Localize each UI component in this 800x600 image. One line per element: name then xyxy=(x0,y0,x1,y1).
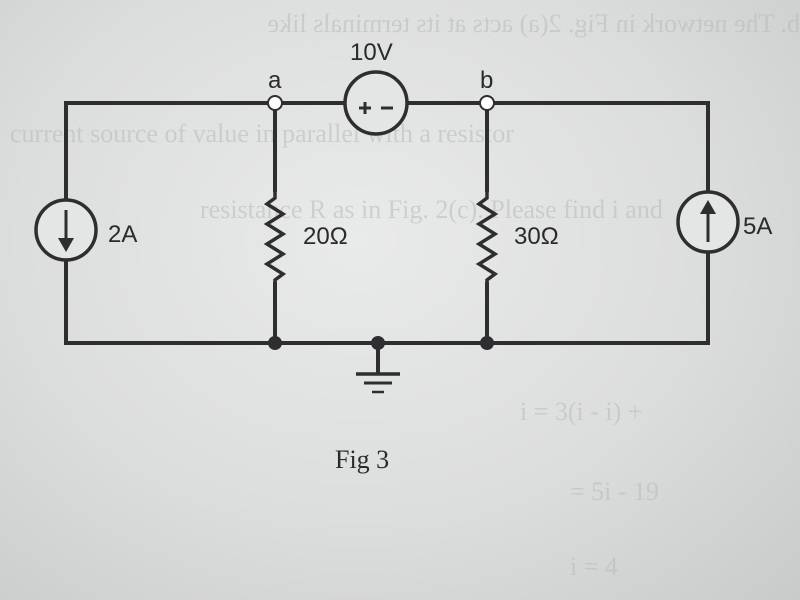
terminal-b xyxy=(479,95,495,111)
ghost-hand-2: = 5i - 19 xyxy=(570,477,659,506)
junction-dot-right xyxy=(480,336,494,350)
resistor-right-label: 30Ω xyxy=(514,223,559,250)
bleed-through-text: b. The network in Fig. 2(a) acts at its … xyxy=(10,9,800,581)
resistor-30-ohm xyxy=(475,190,499,284)
current-source-right-label: 5A xyxy=(743,213,772,240)
node-label-b: b xyxy=(480,67,493,94)
resistor-20-ohm xyxy=(263,190,287,284)
junction-dot-left xyxy=(268,336,282,350)
ghost-hand-1: i = 3(i - i) + xyxy=(520,397,642,426)
ghost-hand-3: i = 4 xyxy=(570,552,618,581)
node-label-a: a xyxy=(268,67,282,94)
current-source-2a xyxy=(34,198,98,262)
ghost-line-3: resistance R as in Fig. 2(c). Please fin… xyxy=(200,195,663,224)
current-source-left-label: 2A xyxy=(108,221,137,248)
figure-caption: Fig 3 xyxy=(335,445,389,474)
resistor-left-label: 20Ω xyxy=(303,223,348,250)
wires xyxy=(64,101,710,374)
ghost-line-1: b. The network in Fig. 2(a) acts at its … xyxy=(268,9,800,38)
ghost-line-2: current source of value in parallel with… xyxy=(10,119,514,148)
junction-dot-ground xyxy=(371,336,385,350)
terminal-a xyxy=(267,95,283,111)
voltage-source-label: 10V xyxy=(350,39,393,66)
voltage-source-10v xyxy=(343,70,409,136)
ground-icon xyxy=(356,372,400,394)
current-source-5a xyxy=(676,190,740,254)
